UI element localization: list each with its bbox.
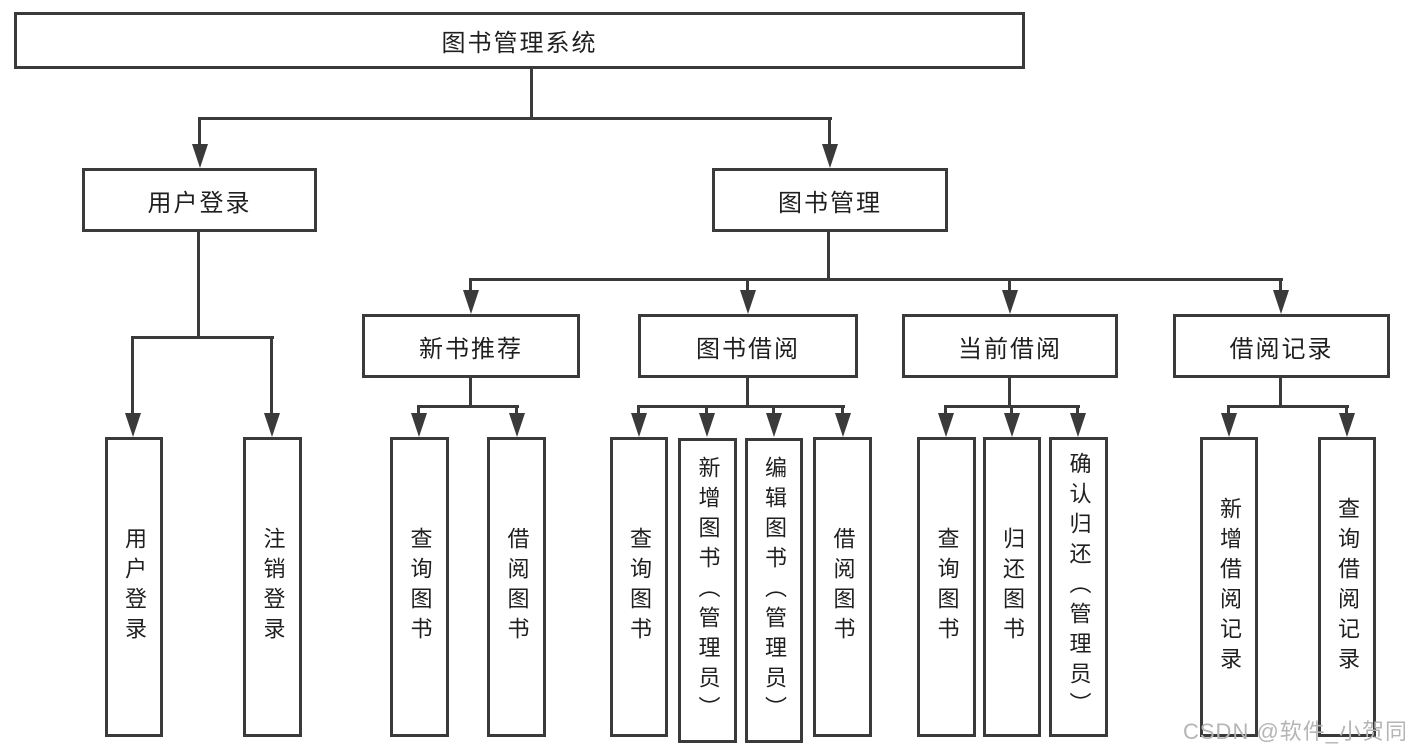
arrowhead-down <box>822 144 838 168</box>
connector-line <box>131 336 274 339</box>
connector-line <box>1279 378 1282 405</box>
connector-line <box>772 405 775 417</box>
connector-line <box>841 405 844 417</box>
leaf-add-borrow-record: 新增借阅记录 <box>1200 437 1258 737</box>
arrowhead-down <box>192 144 208 168</box>
connector-line <box>705 405 708 417</box>
leaf-borrow-books-1: 借阅图书 <box>487 437 546 737</box>
node-borrow-records: 借阅记录 <box>1173 314 1390 378</box>
connector-line <box>746 378 749 405</box>
connector-line <box>1008 278 1011 292</box>
arrowhead-down <box>125 413 141 437</box>
arrowhead-down <box>1070 413 1086 437</box>
node-current-borrow: 当前借阅 <box>902 314 1118 378</box>
leaf-logout: 注销登录 <box>243 437 302 737</box>
leaf-query-borrow-record: 查询借阅记录 <box>1318 437 1376 737</box>
arrowhead-down <box>740 290 756 314</box>
leaf-label: 归还图书 <box>1000 527 1025 647</box>
connector-line <box>637 405 640 417</box>
connector-line <box>270 336 273 416</box>
connector-line <box>515 405 518 417</box>
arrowhead-down <box>938 413 954 437</box>
leaf-label: 用户登录 <box>122 527 147 647</box>
arrowhead-down <box>699 413 715 437</box>
connector-line <box>746 278 749 292</box>
connector-line <box>131 336 134 416</box>
connector-line <box>1345 405 1348 417</box>
leaf-label: 确认归还（管理员） <box>1066 452 1092 722</box>
leaf-edit-book-admin: 编辑图书（管理员） <box>745 438 803 743</box>
arrowhead-down <box>1273 290 1289 314</box>
arrowhead-down <box>1004 413 1020 437</box>
connector-line <box>417 405 420 417</box>
leaf-label: 借阅图书 <box>504 527 530 647</box>
node-library-system: 图书管理系统 <box>14 12 1025 69</box>
leaf-label: 查询图书 <box>627 527 652 647</box>
leaf-borrow-books-2: 借阅图书 <box>813 437 872 737</box>
connector-line <box>828 117 831 147</box>
leaf-return-book: 归还图书 <box>983 437 1041 737</box>
csdn-watermark: CSDN @软件_小贺同学 <box>1183 719 1405 744</box>
leaf-label: 借阅图书 <box>830 527 856 647</box>
connector-line <box>1279 278 1282 292</box>
arrowhead-down <box>509 413 525 437</box>
arrowhead-down <box>411 413 427 437</box>
leaf-label: 查询图书 <box>407 527 433 647</box>
connector-line <box>827 232 830 278</box>
connector-line <box>1227 405 1349 408</box>
arrowhead-down <box>264 413 280 437</box>
connector-line <box>944 405 947 417</box>
node-book-management: 图书管理 <box>712 168 948 232</box>
node-book-borrow: 图书借阅 <box>638 314 858 378</box>
connector-line <box>1010 405 1013 417</box>
connector-line <box>417 405 519 408</box>
connector-line <box>469 278 1283 281</box>
leaf-query-books-2: 查询图书 <box>610 437 668 737</box>
connector-line <box>530 69 533 117</box>
connector-line <box>469 278 472 292</box>
leaf-label: 编辑图书（管理员） <box>762 455 787 726</box>
connector-line <box>637 405 845 408</box>
leaf-label: 查询图书 <box>934 527 960 647</box>
leaf-query-books-3: 查询图书 <box>917 437 976 737</box>
leaf-confirm-return-admin: 确认归还（管理员） <box>1049 437 1108 737</box>
connector-line <box>1008 378 1011 405</box>
connector-line <box>198 117 201 147</box>
node-user-login: 用户登录 <box>82 168 317 232</box>
arrowhead-down <box>835 413 851 437</box>
connector-line <box>1227 405 1230 417</box>
leaf-label: 新增借阅记录 <box>1217 497 1242 677</box>
leaf-label: 查询借阅记录 <box>1335 497 1360 677</box>
leaf-user-login: 用户登录 <box>105 437 163 737</box>
arrowhead-down <box>1339 413 1355 437</box>
leaf-label: 注销登录 <box>260 527 286 647</box>
connector-line <box>197 232 200 336</box>
connector-line <box>1076 405 1079 417</box>
node-new-book-recommend: 新书推荐 <box>362 314 580 378</box>
leaf-add-book-admin: 新增图书（管理员） <box>678 438 737 743</box>
leaf-query-books-1: 查询图书 <box>390 437 449 737</box>
leaf-label: 新增图书（管理员） <box>695 455 721 726</box>
connector-line <box>469 378 472 405</box>
arrowhead-down <box>1002 290 1018 314</box>
arrowhead-down <box>463 290 479 314</box>
arrowhead-down <box>766 413 782 437</box>
arrowhead-down <box>1221 413 1237 437</box>
connector-line <box>198 117 832 120</box>
arrowhead-down <box>631 413 647 437</box>
